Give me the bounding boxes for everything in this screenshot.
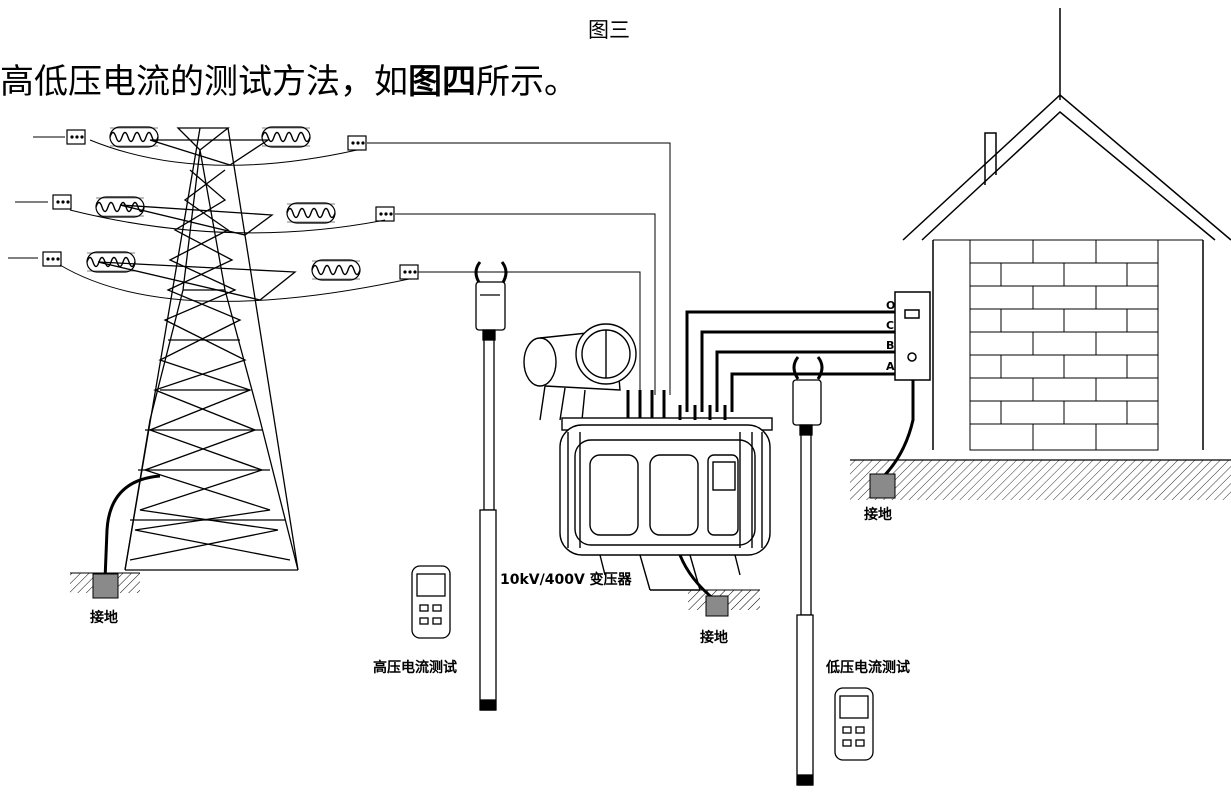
phase-label-b: B — [886, 339, 894, 352]
intro-text-after: 所示。 — [476, 62, 578, 102]
transformer-grounding: 接地 — [678, 554, 760, 646]
high-voltage-handheld-meter — [411, 565, 451, 639]
transmission-tower — [97, 127, 299, 571]
high-voltage-clamp-meter — [474, 261, 508, 711]
high-voltage-leads — [367, 142, 671, 395]
ground-label-house: 接地 — [864, 506, 892, 523]
ground-label-tower: 接地 — [90, 609, 118, 626]
phase-label-o: O — [886, 299, 895, 312]
transformer — [523, 323, 773, 591]
phase-label-a: A — [886, 360, 895, 373]
house-grounding: 接地 — [850, 380, 1231, 523]
phase-label-c: C — [886, 319, 894, 332]
ground-label-transformer: 接地 — [700, 629, 728, 646]
power-line-hardware — [8, 126, 419, 302]
intro-text-before: 高低压电流的测试方法，如 — [0, 62, 408, 102]
low-voltage-leads — [685, 310, 895, 412]
low-voltage-handheld-meter — [834, 687, 874, 761]
figure-caption: 图三 — [588, 18, 630, 42]
low-voltage-clamp-meter — [792, 356, 824, 786]
house — [894, 8, 1231, 451]
low-voltage-test-label: 低压电流测试 — [825, 659, 910, 676]
tower-grounding: 接地 — [70, 474, 161, 626]
intro-sentence: 高低压电流的测试方法，如图四所示。 — [0, 54, 578, 103]
transformer-label: 10kV/400V 变压器 — [500, 571, 633, 588]
high-voltage-test-label: 高压电流测试 — [373, 659, 457, 676]
intro-figure-reference: 图四 — [408, 62, 476, 102]
